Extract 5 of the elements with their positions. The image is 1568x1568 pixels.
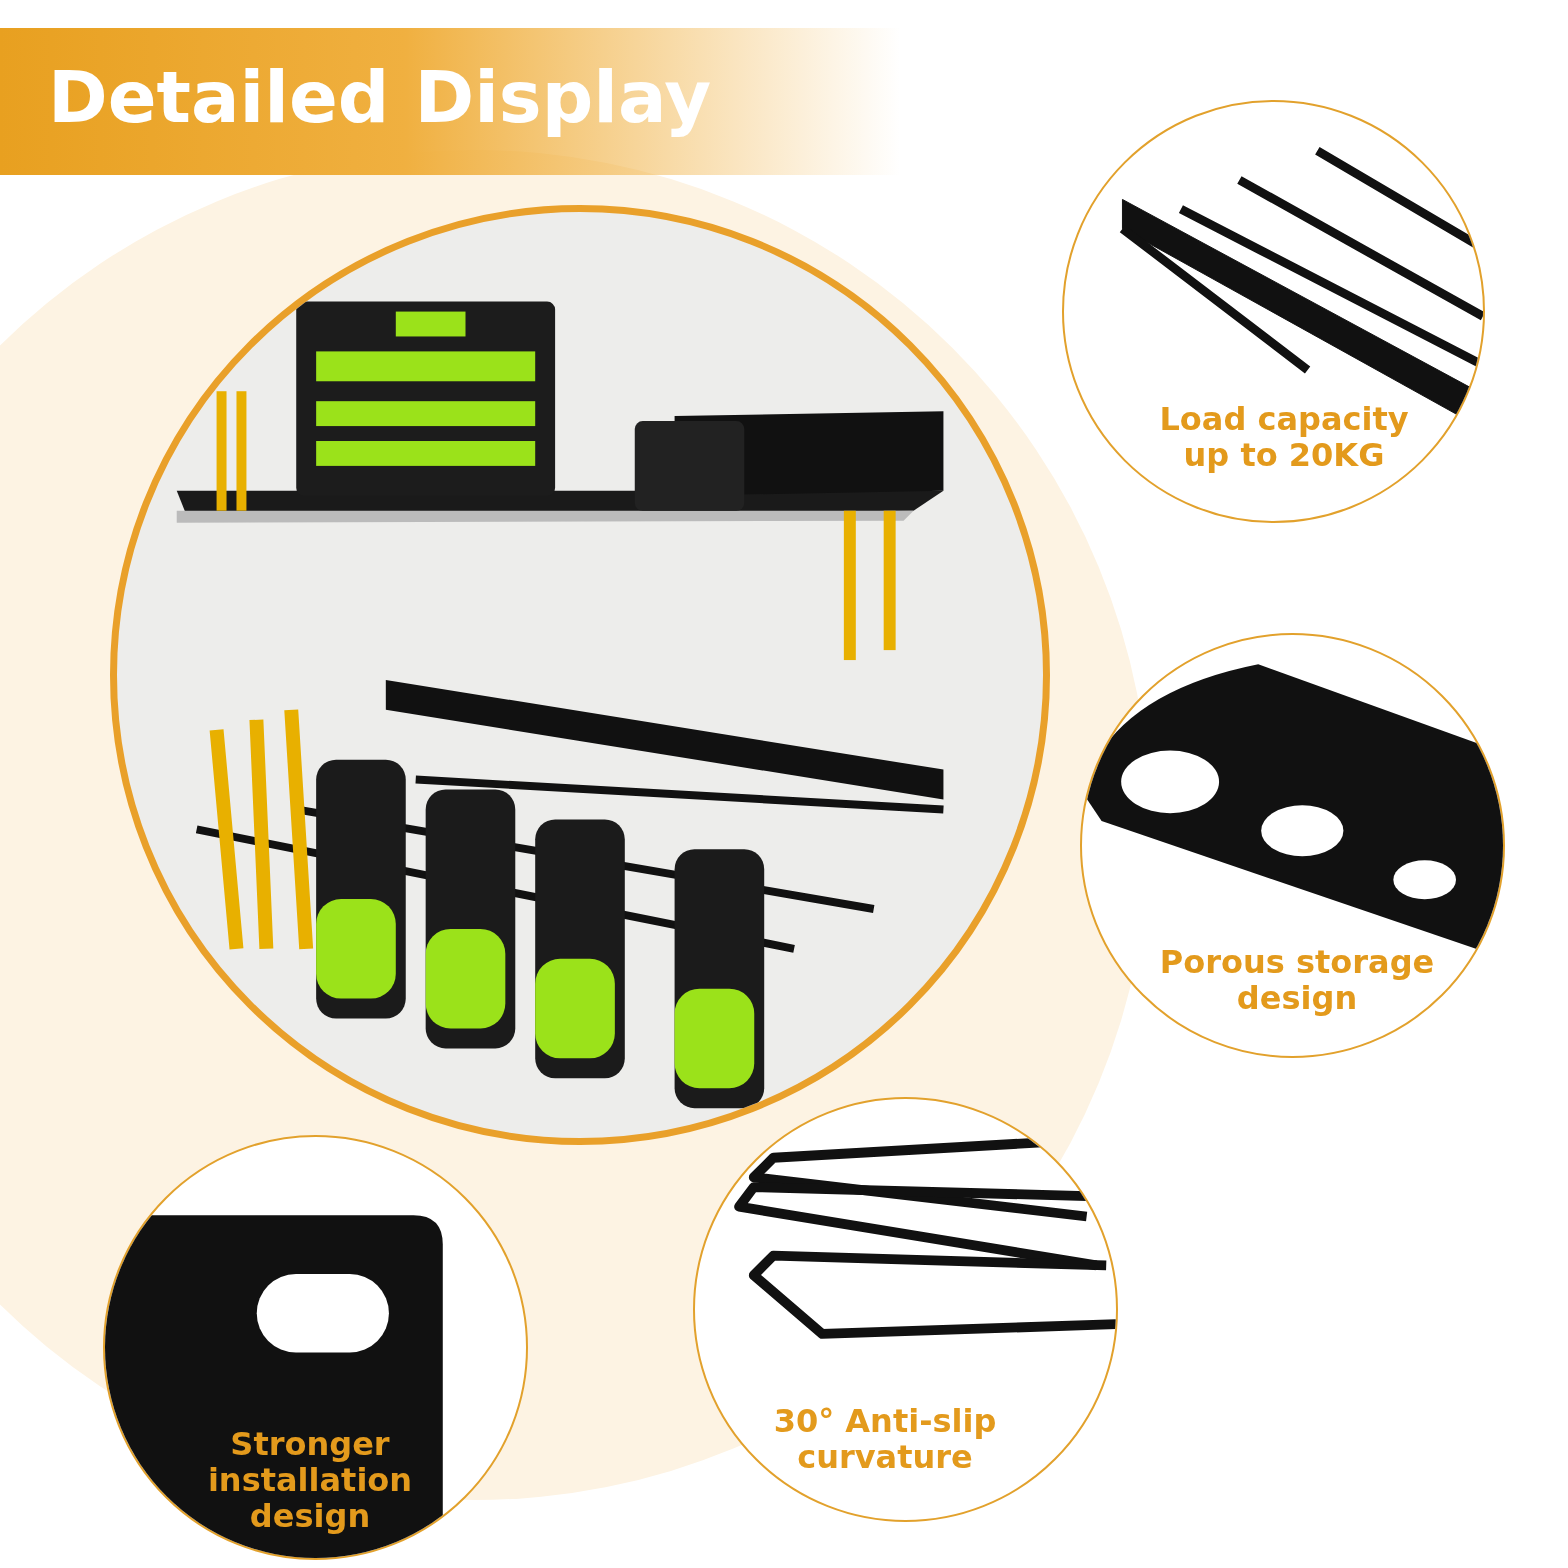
feature-caption: Porous storage design — [1158, 945, 1436, 1017]
title-heading: Detailed Display — [48, 55, 712, 139]
feature-caption: Stronger installation design — [206, 1427, 414, 1535]
feature-caption: Load capacity up to 20KG — [1158, 402, 1410, 474]
feature-caption: 30° Anti-slip curvature — [772, 1404, 998, 1476]
